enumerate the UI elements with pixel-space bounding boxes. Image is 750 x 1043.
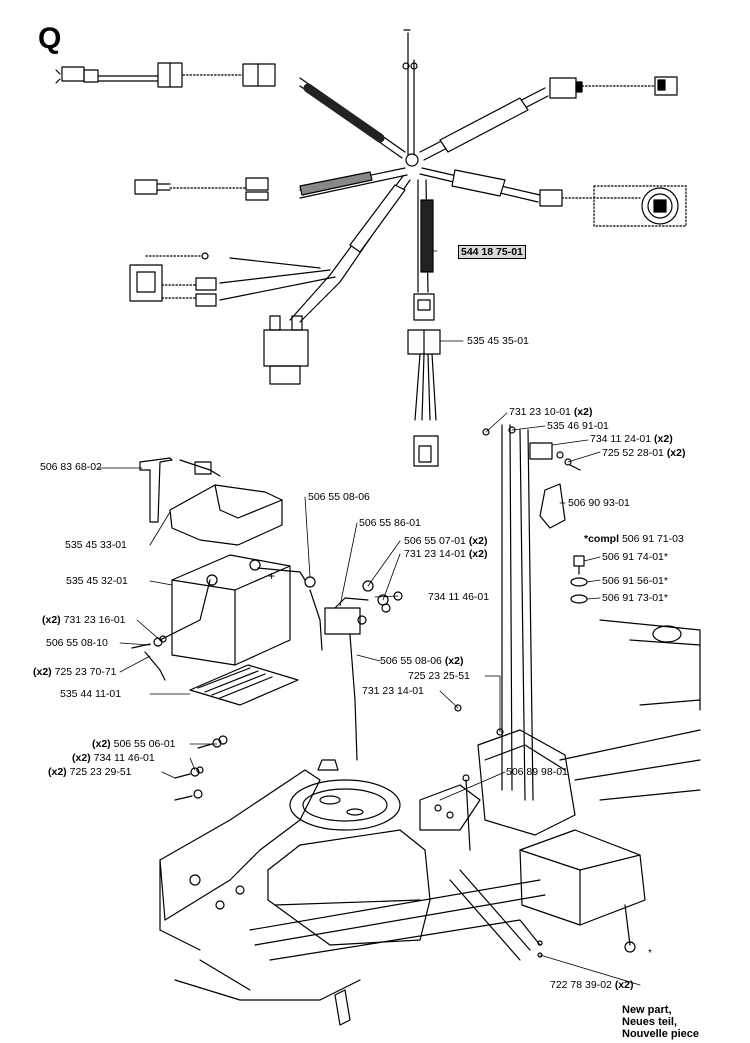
part-label-p22: (x2) 506 55 06-01 xyxy=(92,738,176,750)
part-label-p17: (x2) 725 23 70-71 xyxy=(33,666,117,678)
part-label-p12: 731 23 14-01 (x2) xyxy=(404,548,488,560)
part-label-p14: 734 11 46-01 xyxy=(428,591,490,603)
part-label-p26: 722 78 39-02 (x2) xyxy=(550,979,634,991)
wiring-harness xyxy=(55,29,687,467)
part-label-p23: (x2) 734 11 46-01 xyxy=(72,752,155,764)
part-label-p30: 506 91 73-01* xyxy=(602,592,668,604)
part-label-p10: 535 45 33-01 xyxy=(65,539,127,551)
new-part-note: New part, Neues teil, Nouvelle piece xyxy=(622,1004,699,1040)
part-label-p9: 506 55 86-01 xyxy=(359,517,421,529)
part-label-p25: 506 89 98-01 xyxy=(506,766,568,778)
leader-lines xyxy=(97,250,641,986)
part-label-p21: 731 23 14-01 xyxy=(362,685,424,697)
part-label-p13: 535 45 32-01 xyxy=(66,575,128,587)
part-label-p19: 725 23 25-51 xyxy=(408,670,470,682)
note-line-en: New part, xyxy=(622,1004,672,1016)
part-label-p28: 506 91 74-01* xyxy=(602,551,668,563)
part-label-p15: (x2) 731 23 16-01 xyxy=(42,614,126,626)
solenoid-cluster xyxy=(324,580,403,761)
engine-chassis: * xyxy=(159,619,701,1026)
part-label-p7: 506 55 08-06 xyxy=(308,491,370,503)
note-line-de: Neues teil, xyxy=(622,1016,678,1028)
part-label-p2: 731 23 10-01 (x2) xyxy=(509,406,593,418)
part-label-p29: 506 91 56-01* xyxy=(602,575,668,587)
part-label-p18: 506 55 08-06 (x2) xyxy=(380,655,464,667)
part-label-p24: (x2) 725 23 29-51 xyxy=(48,766,132,778)
svg-text:*: * xyxy=(648,948,652,959)
safety-switch-frame xyxy=(482,424,588,801)
part-label-p4: 734 11 24-01 (x2) xyxy=(590,433,673,445)
part-label-p11: 506 55 07-01 (x2) xyxy=(404,535,488,547)
part-label-p5: 725 52 28-01 (x2) xyxy=(602,447,686,459)
note-line-fr: Nouvelle piece xyxy=(622,1028,700,1040)
part-label-p6: 506 83 68-02 xyxy=(40,461,102,473)
part-label-p3: 535 46 91-01 xyxy=(547,420,609,432)
part-label-p8: 506 90 93-01 xyxy=(568,497,630,509)
battery-assembly: + xyxy=(131,457,323,706)
part-label-p27: *compl 506 91 71-03 xyxy=(584,533,684,545)
part-label-p1: 535 45 35-01 xyxy=(467,335,529,347)
part-label-p20: 535 44 11-01 xyxy=(60,688,122,700)
section-letter: Q xyxy=(38,22,62,55)
part-label-p16: 506 55 08-10 xyxy=(46,637,108,649)
harness-part-label: 544 18 75-01 xyxy=(458,245,526,259)
svg-text:+: + xyxy=(268,569,275,583)
